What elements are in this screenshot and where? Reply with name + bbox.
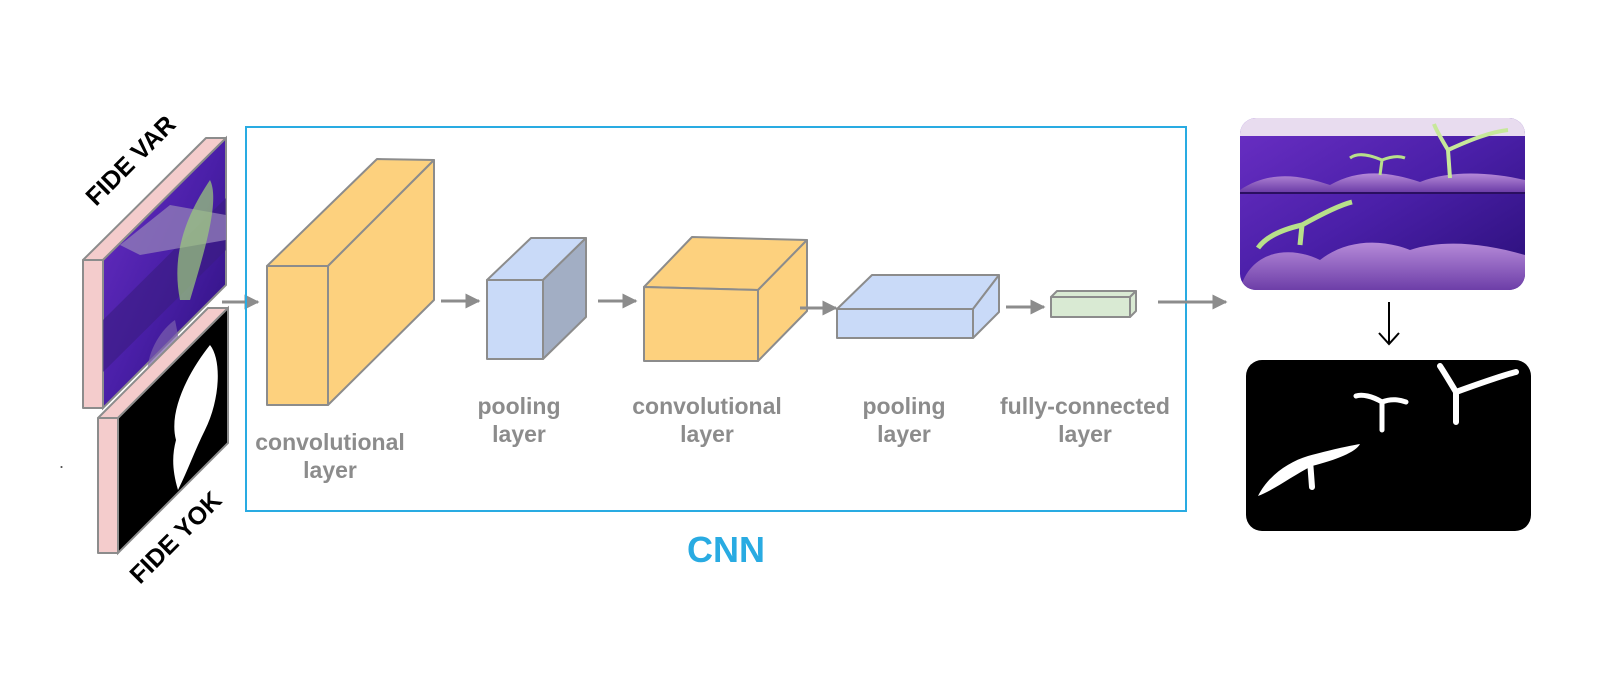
cnn-frame	[245, 126, 1187, 512]
label-pooling-layer-1-line1: pooling	[477, 393, 560, 419]
input-mask-without-seedling	[97, 305, 229, 556]
stray-dot: .	[59, 452, 64, 472]
label-conv-layer-1-line1: convolutional	[255, 429, 405, 455]
output-seedling-photo	[1240, 118, 1525, 290]
label-fc-layer-line1: fully-connected	[1000, 393, 1170, 419]
cnn-title: CNN	[687, 529, 765, 570]
label-pooling-layer-2-line1: pooling	[862, 393, 945, 419]
fully-connected-layer-block	[1050, 290, 1137, 318]
label-conv-layer-1-line2: layer	[303, 457, 357, 483]
label-conv-layer-2-line1: convolutional	[632, 393, 782, 419]
label-pooling-layer-1-line2: layer	[492, 421, 546, 447]
label-conv-layer-2-line2: layer	[680, 421, 734, 447]
conv-layer-2-block	[643, 236, 808, 362]
label-fc-layer-line2: layer	[1058, 421, 1112, 447]
pooling-layer-2-block	[836, 274, 1000, 339]
arrow-photo-to-mask	[1378, 302, 1400, 346]
conv-layer-1-block	[266, 158, 435, 406]
pooling-layer-1-block	[486, 237, 587, 360]
label-pooling-layer-2-line2: layer	[877, 421, 931, 447]
output-segmentation-mask	[1246, 360, 1531, 531]
